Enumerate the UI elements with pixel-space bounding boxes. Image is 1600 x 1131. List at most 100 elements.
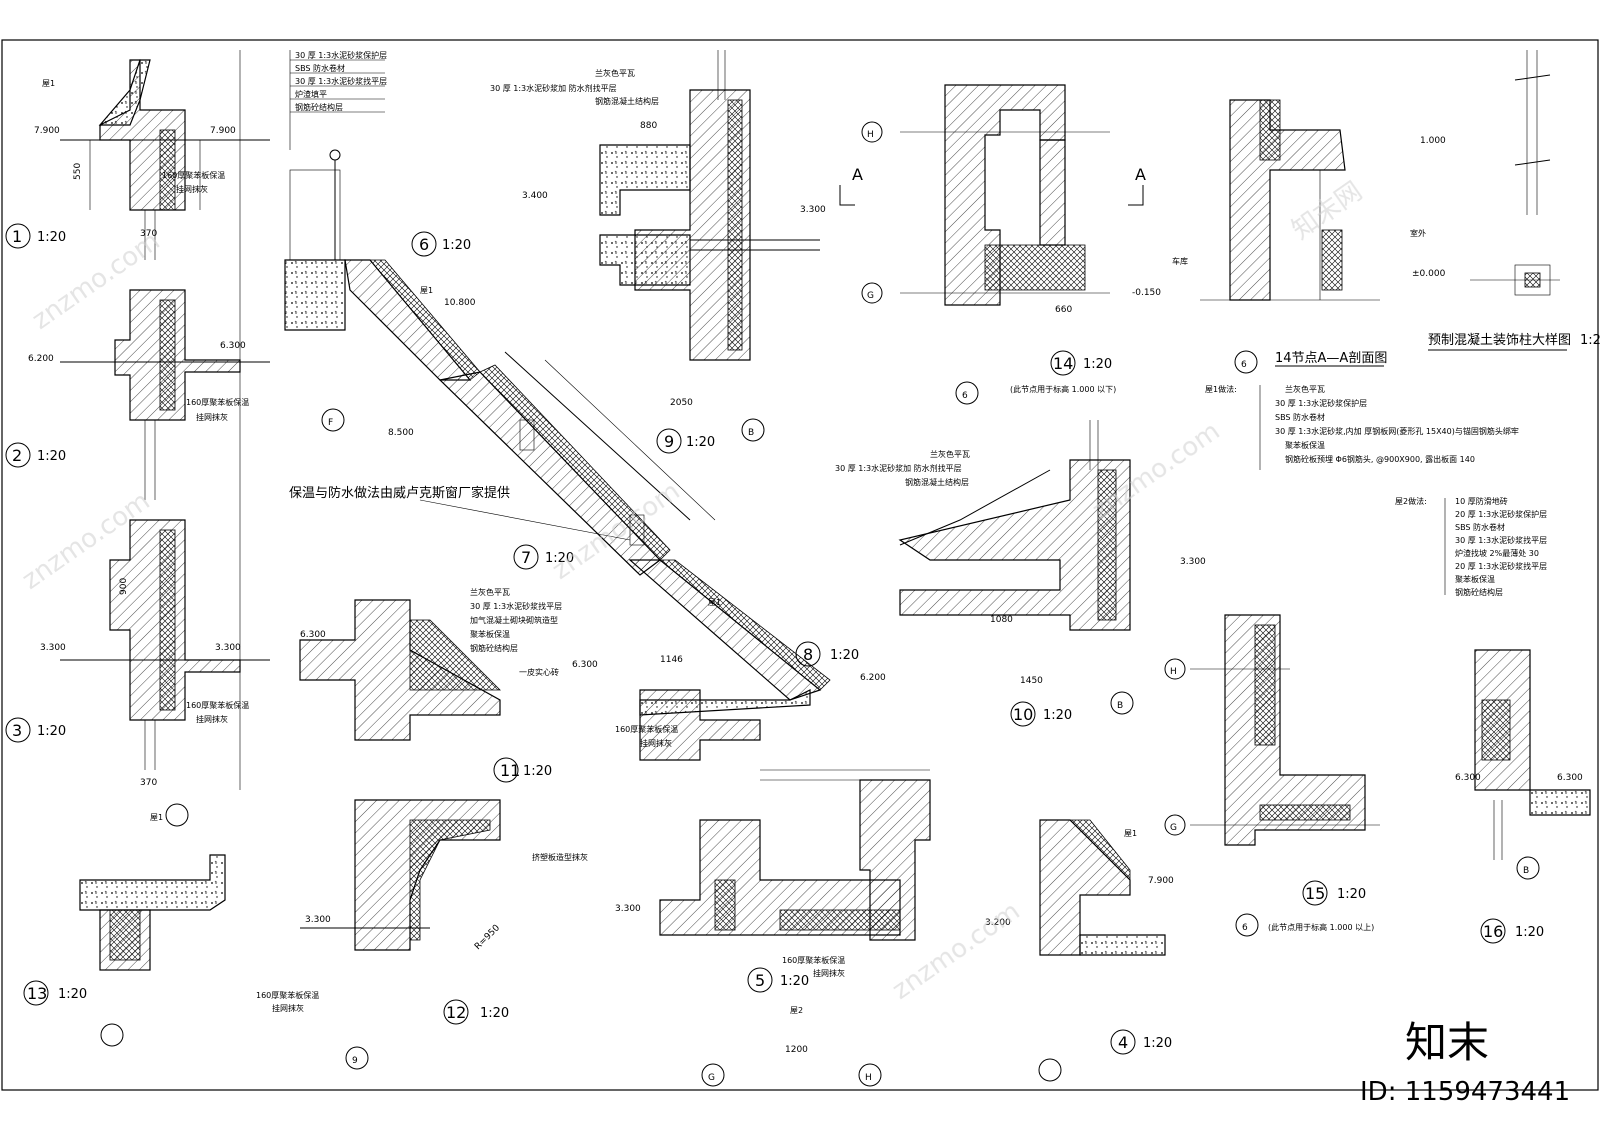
svg-text:兰灰色平瓦: 兰灰色平瓦 bbox=[595, 68, 635, 78]
elev-1000: 1.000 bbox=[1420, 136, 1446, 146]
detail-3-tag: 3 1:20 bbox=[5, 717, 66, 743]
svg-text:6: 6 bbox=[419, 235, 429, 254]
elev-3300-5: 3.300 bbox=[615, 904, 641, 914]
svg-text:30 厚 1:3水泥砂浆加 防水剂找平层: 30 厚 1:3水泥砂浆加 防水剂找平层 bbox=[490, 83, 617, 93]
svg-text:钢筋混凝土结构层: 钢筋混凝土结构层 bbox=[595, 96, 659, 106]
detail-7-tag: 7 1:20 bbox=[513, 544, 574, 570]
svg-text:SBS 防水卷材: SBS 防水卷材 bbox=[1455, 522, 1505, 532]
column-scale: 1:20 bbox=[1580, 333, 1600, 348]
detail-6-tag: 6 1:20 bbox=[411, 231, 471, 257]
detail-9-drawing: B bbox=[599, 50, 820, 442]
svg-text:H: H bbox=[865, 1073, 872, 1083]
detail-10-tag: 10 1:20 bbox=[1010, 701, 1072, 727]
elev-3300-left: 3.300 bbox=[40, 643, 66, 653]
svg-text:30 厚 1:3水泥砂浆保护层: 30 厚 1:3水泥砂浆保护层 bbox=[295, 50, 387, 60]
elev-10800: 10.800 bbox=[444, 298, 476, 308]
svg-text:1:20: 1:20 bbox=[58, 987, 87, 1002]
elev-3300-10: 3.300 bbox=[1180, 557, 1206, 567]
svg-text:SBS 防水卷材: SBS 防水卷材 bbox=[295, 63, 345, 73]
svg-text:钢筋砼结构层: 钢筋砼结构层 bbox=[470, 643, 518, 653]
svg-text:8: 8 bbox=[803, 645, 813, 664]
svg-text:B: B bbox=[1117, 701, 1123, 711]
svg-text:1:20: 1:20 bbox=[686, 435, 715, 450]
detail-8-drawing bbox=[639, 689, 811, 761]
elev-0000: ±0.000 bbox=[1412, 269, 1446, 279]
brand-logo: 知末 bbox=[1405, 1018, 1489, 1067]
elev-7900-a: 7.900 bbox=[34, 126, 60, 136]
svg-text:9: 9 bbox=[664, 432, 674, 451]
detail-12-drawing: 9 bbox=[300, 799, 501, 1070]
dim-370-1: 370 bbox=[140, 229, 157, 239]
svg-text:1:20: 1:20 bbox=[1083, 357, 1112, 372]
svg-text:B: B bbox=[748, 428, 754, 438]
dim-370-3: 370 bbox=[140, 778, 157, 788]
svg-text:30 厚 1:3水泥砂浆找平层: 30 厚 1:3水泥砂浆找平层 bbox=[295, 76, 387, 86]
svg-text:10: 10 bbox=[1013, 705, 1033, 724]
svg-text:13: 13 bbox=[27, 984, 47, 1003]
insul-note-5: 160厚聚苯板保温 bbox=[782, 955, 845, 965]
svg-text:钢筋混凝土结构层: 钢筋混凝土结构层 bbox=[905, 477, 969, 487]
svg-text:加气混凝土砌块砌筑造型: 加气混凝土砌块砌筑造型 bbox=[470, 615, 558, 625]
elev-3300-left-b: 3.300 bbox=[215, 643, 241, 653]
sheet-border bbox=[1, 39, 1599, 1091]
elev-6300-11: 6.300 bbox=[300, 630, 326, 640]
note-15: (此节点用于标高 1.000 以上) bbox=[1268, 922, 1374, 932]
detail-2-tag: 2 1:20 bbox=[5, 442, 66, 468]
svg-text:30 厚 1:3水泥砂浆找平层: 30 厚 1:3水泥砂浆找平层 bbox=[1455, 535, 1547, 545]
svg-text:2: 2 bbox=[12, 446, 22, 465]
dim-2050: 2050 bbox=[670, 398, 693, 408]
svg-text:1:20: 1:20 bbox=[1337, 887, 1366, 902]
detail-13-tag: 13 1:20 bbox=[23, 980, 87, 1006]
svg-text:聚苯板保温: 聚苯板保温 bbox=[1455, 574, 1495, 584]
svg-text:9: 9 bbox=[352, 1056, 358, 1066]
svg-text:30 厚 1:3水泥砂浆加 防水剂找平层: 30 厚 1:3水泥砂浆加 防水剂找平层 bbox=[835, 463, 962, 473]
elev-8500: 8.500 bbox=[388, 428, 414, 438]
svg-text:炉渣填平: 炉渣填平 bbox=[295, 89, 327, 99]
svg-text:6: 6 bbox=[1241, 360, 1247, 370]
detail-12-tag: 12 1:20 bbox=[443, 999, 509, 1025]
brick-note: 一皮实心砖 bbox=[519, 667, 559, 677]
mesh-note-2: 挂网抹灰 bbox=[196, 412, 228, 422]
svg-text:G: G bbox=[1170, 823, 1177, 833]
svg-text:屋2做法:: 屋2做法: bbox=[1395, 496, 1427, 506]
detail-7-drawing bbox=[438, 351, 831, 701]
detail-4-drawing bbox=[1038, 819, 1166, 1082]
svg-text:5: 5 bbox=[755, 971, 765, 990]
elev-6200-8: 6.200 bbox=[860, 673, 886, 683]
column-drawing bbox=[1470, 50, 1560, 296]
elev-6200: 6.200 bbox=[28, 354, 54, 364]
wu1-label-13: 屋1 bbox=[150, 813, 163, 822]
elev-7900-4: 7.900 bbox=[1148, 876, 1174, 886]
svg-text:屋1做法:: 屋1做法: bbox=[1205, 384, 1237, 394]
svg-text:15: 15 bbox=[1305, 884, 1325, 903]
mesh-note-3: 挂网抹灰 bbox=[196, 714, 228, 724]
svg-text:H: H bbox=[867, 130, 874, 140]
mesh-note-1: 挂网抹灰 bbox=[176, 184, 208, 194]
elev-3300-12: 3.300 bbox=[305, 915, 331, 925]
svg-text:1:20: 1:20 bbox=[780, 974, 809, 989]
detail-9-tag: 9 1:20 bbox=[656, 428, 715, 454]
layer-callout-a: 30 厚 1:3水泥砂浆保护层 SBS 防水卷材 30 厚 1:3水泥砂浆找平层… bbox=[289, 50, 387, 150]
svg-text:1:20: 1:20 bbox=[480, 1006, 509, 1021]
svg-text:30 厚 1:3水泥砂浆保护层: 30 厚 1:3水泥砂浆保护层 bbox=[1275, 398, 1367, 408]
insul-note-12: 160厚聚苯板保温 bbox=[256, 990, 319, 1000]
detail-15-drawing: H G 6 bbox=[1164, 614, 1380, 937]
outside-label: 室外 bbox=[1410, 228, 1426, 238]
insul-note-2: 160厚聚苯板保温 bbox=[186, 397, 249, 407]
detail-15-tag: 15 1:20 bbox=[1302, 880, 1366, 906]
grid-bubble-left bbox=[165, 803, 189, 827]
svg-text:16: 16 bbox=[1483, 922, 1503, 941]
note-7-leader bbox=[419, 499, 631, 541]
svg-text:聚苯板保温: 聚苯板保温 bbox=[470, 629, 510, 639]
layer-callout-d: 兰灰色平瓦 30 厚 1:3水泥砂浆加 防水剂找平层 钢筋混凝土结构层 bbox=[835, 449, 970, 487]
detail-11-scale: 1:20 bbox=[523, 764, 552, 779]
radius-label: R=950 bbox=[473, 923, 502, 952]
svg-text:30 厚 1:3水泥砂浆找平层: 30 厚 1:3水泥砂浆找平层 bbox=[470, 601, 562, 611]
svg-text:4: 4 bbox=[1118, 1033, 1128, 1052]
svg-text:1:20: 1:20 bbox=[37, 449, 66, 464]
garage-label: 车库 bbox=[1172, 256, 1188, 266]
svg-text:30 厚 1:3水泥砂浆,内加 厚钢板网(菱形孔 15X40: 30 厚 1:3水泥砂浆,内加 厚钢板网(菱形孔 15X40)与锚固钢筋头绑牢 bbox=[1275, 426, 1519, 436]
detail-10-drawing: B bbox=[898, 420, 1134, 715]
svg-text:20 厚 1:3水泥砂浆找平层: 20 厚 1:3水泥砂浆找平层 bbox=[1455, 561, 1547, 571]
dim-900-3: 900 bbox=[119, 578, 129, 595]
